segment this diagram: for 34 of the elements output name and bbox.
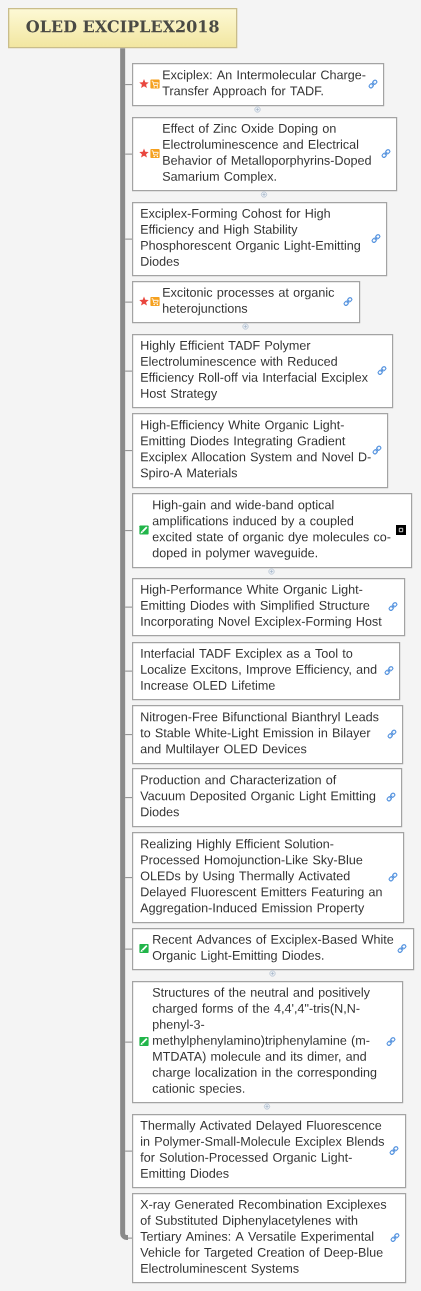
connector-line: [124, 948, 133, 950]
topic-box: High-gain and wide-band optical amplifications induced by a coupled excited state of organic dye molecules co-doped in polymer waveguide.: [132, 493, 413, 569]
connector-line: [124, 1150, 133, 1152]
topic-box: Exciplex-Forming Cohost for High Efficiency and High Stability Phosphorescent Organic Light-Emitting Diodes: [132, 202, 388, 277]
topic-box: High-Performance White Organic Light-Emitting Diodes with Simplified Structure Incorporating Novel Exciplex-Forming Host: [132, 578, 406, 637]
connector-line: [124, 301, 133, 303]
connector-line: [124, 1237, 133, 1239]
connector-line: [124, 606, 133, 608]
trunk-line: [120, 46, 131, 1240]
topic-box: Nitrogen-Free Bifunctional Bianthryl Leads to Stable White-Light Emission in Bilayer and Multilayer OLED Devices: [132, 705, 404, 765]
connector-line: [124, 370, 133, 372]
topic-box: Interfacial TADF Exciplex as a Tool to Localize Excitons, Improve Efficiency, and Increase OLED Lifetime: [132, 642, 401, 701]
connector-line: [124, 84, 133, 86]
root-box: OLED EXCIPLEX2018: [8, 8, 238, 49]
topic-box: Recent Advances of Exciplex-Based White Organic Light-Emitting Diodes.: [132, 928, 415, 971]
topic-box: X-ray Generated Recombination Exciplexes of Substituted Diphenylacetylenes with Tertiary Amines: A Versatile Experimental Vehicle for Targeted Creation of Deep-Blue Electroluminescent Systems: [132, 1193, 407, 1284]
connector-line: [124, 1041, 133, 1043]
connector-line: [124, 797, 133, 799]
topic-box: Realizing Highly Efficient Solution-Processed Homojunction-Like Sky-Blue OLEDs by Using Thermally Activated Delayed Fluorescent Emitters Featuring an Aggregation-Induced Emission Property: [132, 832, 405, 924]
connector-line: [124, 670, 133, 672]
connector-line: [124, 734, 133, 736]
topic-box: Exciplex: An Intermolecular Charge-Transfer Approach for TADF.: [132, 63, 385, 107]
connector-line: [124, 238, 133, 240]
topic-box: Structures of the neutral and positively charged forms of the 4,4',4"-tris(N,N-phenyl-3-methylphenylamino)triphenylamine (m-MTDATA) molecule and its dimer, and charge localization in the corresponding cationic species.: [132, 981, 404, 1104]
connector-line: [124, 530, 133, 532]
topic-box: High-Efficiency White Organic Light-Emitting Diodes Integrating Gradient Exciplex Allocation System and Novel D-Spiro-A Materials: [132, 413, 389, 489]
topic-box: Excitonic processes at organic heterojunctions: [132, 281, 361, 324]
connector-line: [124, 450, 133, 452]
topic-box: Production and Characterization of Vacuum Deposited Organic Light Emitting Diodes: [132, 768, 403, 828]
topic-box: Thermally Activated Delayed Fluorescence in Polymer-Small-Molecule Exciplex Blends for Solution-Processed Organic Light-Emitting Diodes: [132, 1114, 407, 1189]
connector-line: [124, 877, 133, 879]
topic-box: Highly Efficient TADF Polymer Electroluminescence with Reduced Efficiency Roll-off via Interfacial Exciplex Host Strategy: [132, 334, 394, 409]
topic-box: Effect of Zinc Oxide Doping on Electroluminescence and Electrical Behavior of Metalloporphyrins-Doped Samarium Complex.: [132, 117, 398, 192]
connector-line: [124, 153, 133, 155]
